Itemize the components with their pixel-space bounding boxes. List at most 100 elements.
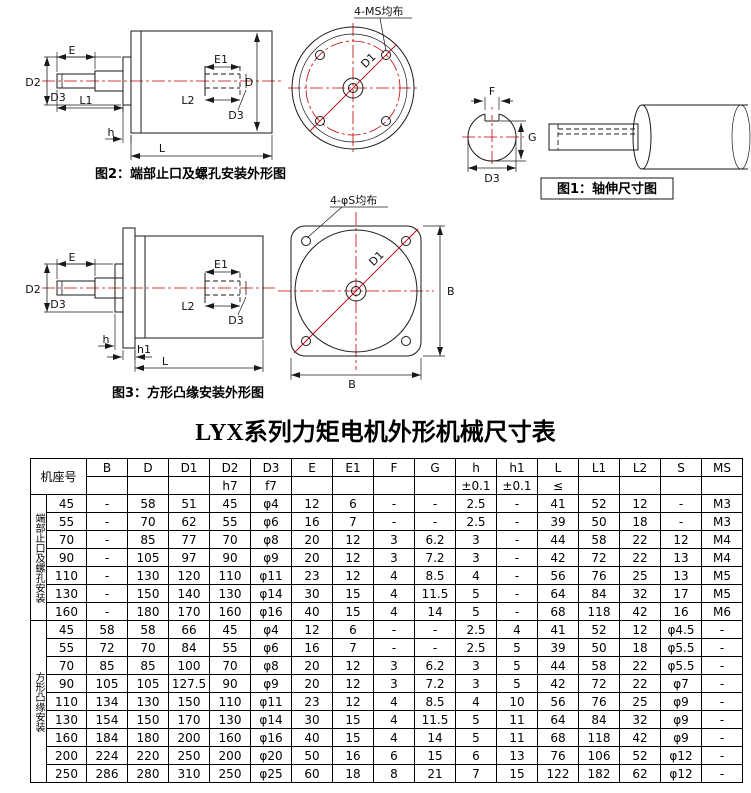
dimension-cell: 200 — [168, 728, 210, 747]
dimension-cell: 100 — [168, 656, 210, 675]
dimension-cell: - — [496, 512, 538, 531]
fig3-dim-d2: D2 — [25, 283, 40, 296]
dimension-cell: 2.5 — [455, 512, 497, 531]
dimension-cell: 4 — [373, 692, 415, 711]
dimension-cell: 118 — [578, 728, 620, 747]
dimension-cell: 110 — [209, 692, 251, 711]
dimension-cell: φ8 — [250, 656, 292, 675]
dimension-cell: 6.2 — [414, 530, 456, 549]
dimension-cell: 130 — [209, 710, 251, 729]
dimension-cell: 160 — [46, 602, 87, 621]
column-header: L — [537, 458, 579, 477]
dimension-cell: 50 — [578, 638, 620, 657]
column-subheader — [332, 476, 374, 495]
dimension-cell: 70 — [209, 656, 251, 675]
dimension-cell: φ9 — [660, 728, 702, 747]
dimension-cell: 5 — [455, 602, 497, 621]
dimension-cell: 6 — [455, 746, 497, 765]
dimension-cell: 118 — [578, 602, 620, 621]
fig2-dim-d2: D2 — [25, 76, 40, 89]
fig2-holes-label: 4-MS均布 — [354, 5, 403, 18]
column-subheader — [373, 476, 415, 495]
column-header: D3 — [250, 458, 292, 477]
dimension-cell: 15 — [414, 746, 456, 765]
column-header: G — [414, 458, 456, 477]
fig2-caption: 图2：端部止口及螺孔安装外形图 — [95, 166, 286, 182]
dimension-cell: - — [373, 620, 415, 639]
dimension-cell: 8.5 — [414, 692, 456, 711]
dimension-cell: 44 — [537, 656, 579, 675]
dimension-cell: 22 — [619, 530, 661, 549]
dimension-cell: 127.5 — [168, 674, 210, 693]
dimension-cell: 8.5 — [414, 566, 456, 585]
dimension-cell: 12 — [291, 494, 333, 513]
column-subheader: ≤ — [537, 476, 579, 495]
column-header: S — [660, 458, 702, 477]
fig2-dim-d3-right: D3 — [228, 109, 243, 122]
dimension-cell: 180 — [127, 602, 169, 621]
dimension-cell: 250 — [209, 764, 251, 783]
dimension-cell: - — [496, 494, 538, 513]
dimension-cell: - — [86, 602, 128, 621]
fig3-dim-h: h — [103, 333, 110, 346]
dimension-cell: 130 — [127, 692, 169, 711]
dimension-cell: 250 — [168, 746, 210, 765]
dimension-cell: 140 — [168, 584, 210, 603]
dimension-cell: φ11 — [250, 566, 292, 585]
fig3-dim-d3-left: D3 — [50, 298, 65, 311]
dimension-cell: 58 — [578, 530, 620, 549]
dimension-cell: 160 — [46, 728, 87, 747]
dimension-cell: - — [701, 620, 743, 639]
dimension-cell: φ20 — [250, 746, 292, 765]
dimension-cell: 12 — [619, 494, 661, 513]
dimension-cell: 5 — [496, 638, 538, 657]
column-header: h — [455, 458, 497, 477]
mount-type-label: 端部止口及螺孔安装 — [30, 494, 47, 621]
dimension-cell: 15 — [332, 602, 374, 621]
fig2-dim-e1: E1 — [214, 53, 228, 66]
dimension-cell: φ9 — [250, 674, 292, 693]
dimension-cell: - — [414, 512, 456, 531]
dimension-cell: 58 — [86, 620, 128, 639]
dimension-cell: 32 — [619, 584, 661, 603]
dimension-cell: 4 — [373, 728, 415, 747]
fig2-dim-d3-left: D3 — [50, 91, 65, 104]
dimension-cell: 3 — [455, 656, 497, 675]
dimension-cell: 4 — [373, 566, 415, 585]
dimension-cell: 105 — [127, 548, 169, 567]
dimension-cell: 76 — [578, 566, 620, 585]
dimension-cell: - — [373, 494, 415, 513]
dimension-cell: 3 — [373, 656, 415, 675]
dimension-cell: - — [701, 764, 743, 783]
dimension-cell: 18 — [332, 764, 374, 783]
dimension-cell: 4 — [455, 692, 497, 711]
dimension-cell: M3 — [701, 494, 743, 513]
dimension-cell: 25 — [619, 692, 661, 711]
column-subheader — [414, 476, 456, 495]
dimension-cell: 5 — [455, 728, 497, 747]
dimension-cell: φ16 — [250, 602, 292, 621]
column-subheader — [86, 476, 128, 495]
dimension-cell: M4 — [701, 530, 743, 549]
dimension-cell: 70 — [46, 656, 87, 675]
dimension-cell: - — [660, 512, 702, 531]
fig3-side-view: E D2 D3 E1 L2 D3 — [25, 227, 277, 401]
dimension-cell: 220 — [127, 746, 169, 765]
dimension-cell: 5 — [496, 674, 538, 693]
dimension-cell: 25 — [619, 566, 661, 585]
fig3-dim-b-right: B — [447, 285, 455, 298]
dimension-cell: 15 — [332, 584, 374, 603]
dimension-cell: - — [373, 512, 415, 531]
dimension-cell: 15 — [496, 764, 538, 783]
dimension-cell: 5 — [496, 656, 538, 675]
dimension-cell: 130 — [46, 584, 87, 603]
dimension-cell: - — [701, 710, 743, 729]
dimension-cell: 23 — [291, 566, 333, 585]
column-subheader: f7 — [250, 476, 292, 495]
